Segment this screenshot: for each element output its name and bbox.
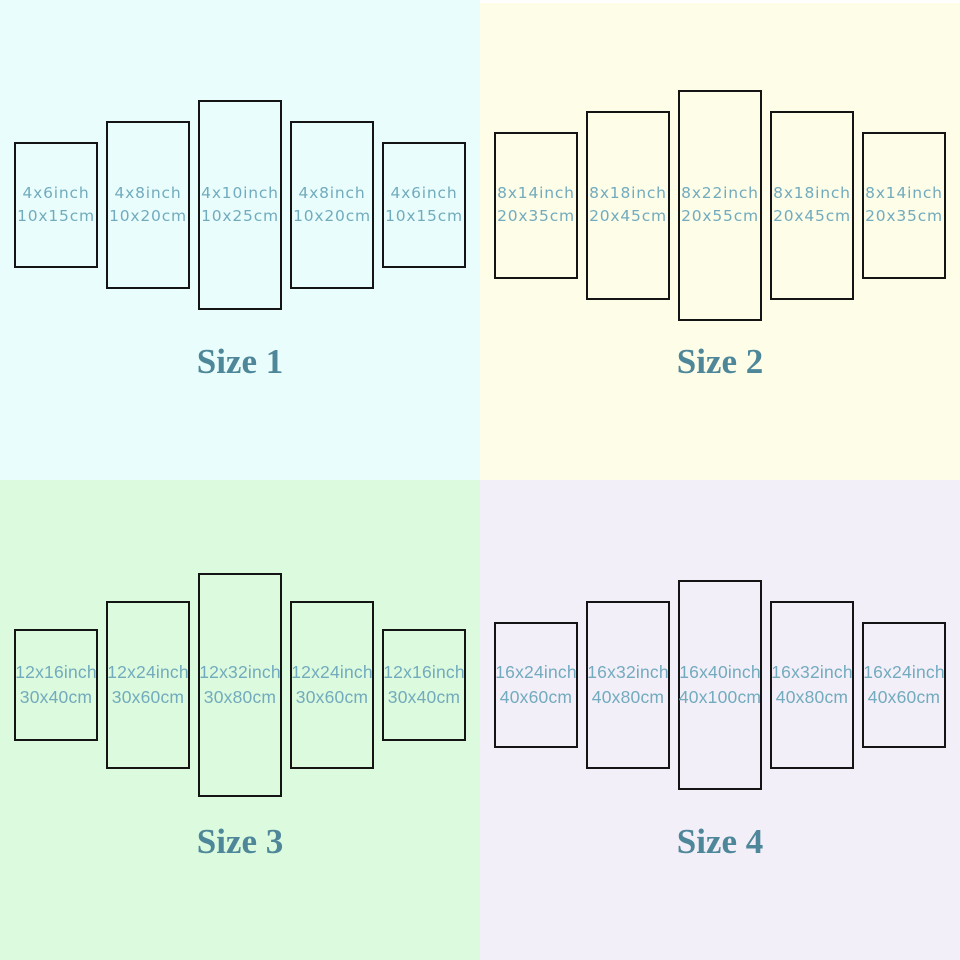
panel-size-cm-label: 30x80cm xyxy=(203,687,277,707)
panel-size-inch-label: 12x24inch xyxy=(107,662,189,682)
canvas-panel: 8x22inch 20x55cm xyxy=(678,89,762,321)
canvas-panel: 12x24inch 30x60cm xyxy=(106,601,190,769)
canvas-panel: 16x24inch 40x60cm xyxy=(862,622,946,748)
quadrant-size-4: 16x24inch 40x60cm 16x32inch 40x80cm 16x4… xyxy=(480,480,960,960)
panel-size-cm-label: 20x35cm xyxy=(865,207,943,225)
panel-size-cm-label: 20x45cm xyxy=(773,207,851,225)
panel-size-cm-label: 10x15cm xyxy=(17,207,95,225)
canvas-panel: 4x10inch 10x25cm xyxy=(198,100,282,310)
panel-size-inch-label: 16x24inch xyxy=(495,662,577,682)
panel-size-inch-label: 4x6inch xyxy=(390,184,458,202)
panel-size-inch-label: 12x16inch xyxy=(383,662,465,682)
panels-row: 4x6inch 10x15cm 4x8inch 10x20cm 4x10inch… xyxy=(0,0,480,410)
canvas-panel: 12x32inch 30x80cm xyxy=(198,573,282,797)
canvas-panel: 8x14inch 20x35cm xyxy=(862,131,946,279)
canvas-panel: 8x18inch 20x45cm xyxy=(586,110,670,300)
canvas-panel: 16x32inch 40x80cm xyxy=(770,601,854,769)
panel-size-cm-label: 20x35cm xyxy=(497,207,575,225)
panel-size-inch-label: 4x8inch xyxy=(114,184,182,202)
panel-size-inch-label: 8x14inch xyxy=(497,184,575,202)
panel-size-cm-label: 10x20cm xyxy=(109,207,187,225)
panel-size-cm-label: 40x100cm xyxy=(678,687,762,707)
size-title: Size 3 xyxy=(196,822,284,861)
canvas-panel: 4x6inch 10x15cm xyxy=(382,142,466,268)
canvas-panel: 16x32inch 40x80cm xyxy=(586,601,670,769)
panel-size-cm-label: 30x60cm xyxy=(295,687,369,707)
panel-size-cm-label: 40x80cm xyxy=(775,687,849,707)
quadrant-size-2: 8x14inch 20x35cm 8x18inch 20x45cm 8x22in… xyxy=(480,0,960,480)
panel-size-cm-label: 40x60cm xyxy=(867,687,941,707)
panel-size-cm-label: 20x55cm xyxy=(681,207,759,225)
panel-size-cm-label: 20x45cm xyxy=(589,207,667,225)
quadrant-size-3: 12x16inch 30x40cm 12x24inch 30x60cm 12x3… xyxy=(0,480,480,960)
canvas-panel: 12x16inch 30x40cm xyxy=(14,629,98,741)
canvas-panel: 16x24inch 40x60cm xyxy=(494,622,578,748)
panel-size-inch-label: 8x18inch xyxy=(589,184,667,202)
size-title: Size 4 xyxy=(676,822,764,861)
canvas-panel: 4x6inch 10x15cm xyxy=(14,142,98,268)
panel-size-inch-label: 4x6inch xyxy=(22,184,90,202)
panel-size-cm-label: 30x40cm xyxy=(19,687,93,707)
panels-row: 12x16inch 30x40cm 12x24inch 30x60cm 12x3… xyxy=(0,480,480,890)
panel-size-inch-label: 8x14inch xyxy=(865,184,943,202)
panel-size-cm-label: 10x20cm xyxy=(293,207,371,225)
panel-size-inch-label: 4x10inch xyxy=(201,184,279,202)
panels-row: 16x24inch 40x60cm 16x32inch 40x80cm 16x4… xyxy=(480,480,960,890)
canvas-panel: 8x14inch 20x35cm xyxy=(494,131,578,279)
panel-size-cm-label: 10x25cm xyxy=(201,207,279,225)
canvas-panel: 4x8inch 10x20cm xyxy=(106,121,190,289)
canvas-panel: 12x24inch 30x60cm xyxy=(290,601,374,769)
panel-size-inch-label: 16x32inch xyxy=(771,662,853,682)
size-title: Size 1 xyxy=(196,342,284,381)
panel-size-inch-label: 16x24inch xyxy=(863,662,945,682)
canvas-panel: 4x8inch 10x20cm xyxy=(290,121,374,289)
panel-size-inch-label: 12x32inch xyxy=(199,662,281,682)
panel-size-cm-label: 30x60cm xyxy=(111,687,185,707)
canvas-panel: 16x40inch 40x100cm xyxy=(678,580,762,790)
panel-size-inch-label: 12x24inch xyxy=(291,662,373,682)
panel-size-inch-label: 12x16inch xyxy=(15,662,97,682)
panel-size-cm-label: 30x40cm xyxy=(387,687,461,707)
panel-size-inch-label: 16x40inch xyxy=(679,662,761,682)
size-title: Size 2 xyxy=(676,342,764,381)
panel-size-inch-label: 16x32inch xyxy=(587,662,669,682)
panel-size-inch-label: 8x18inch xyxy=(773,184,851,202)
panel-size-cm-label: 10x15cm xyxy=(385,207,463,225)
panels-row: 8x14inch 20x35cm 8x18inch 20x45cm 8x22in… xyxy=(480,0,960,410)
panel-size-inch-label: 4x8inch xyxy=(298,184,366,202)
panel-size-cm-label: 40x60cm xyxy=(499,687,573,707)
canvas-panel: 8x18inch 20x45cm xyxy=(770,110,854,300)
panel-size-inch-label: 8x22inch xyxy=(681,184,759,202)
canvas-panel: 12x16inch 30x40cm xyxy=(382,629,466,741)
panel-size-cm-label: 40x80cm xyxy=(591,687,665,707)
quadrant-size-1: 4x6inch 10x15cm 4x8inch 10x20cm 4x10inch… xyxy=(0,0,480,480)
